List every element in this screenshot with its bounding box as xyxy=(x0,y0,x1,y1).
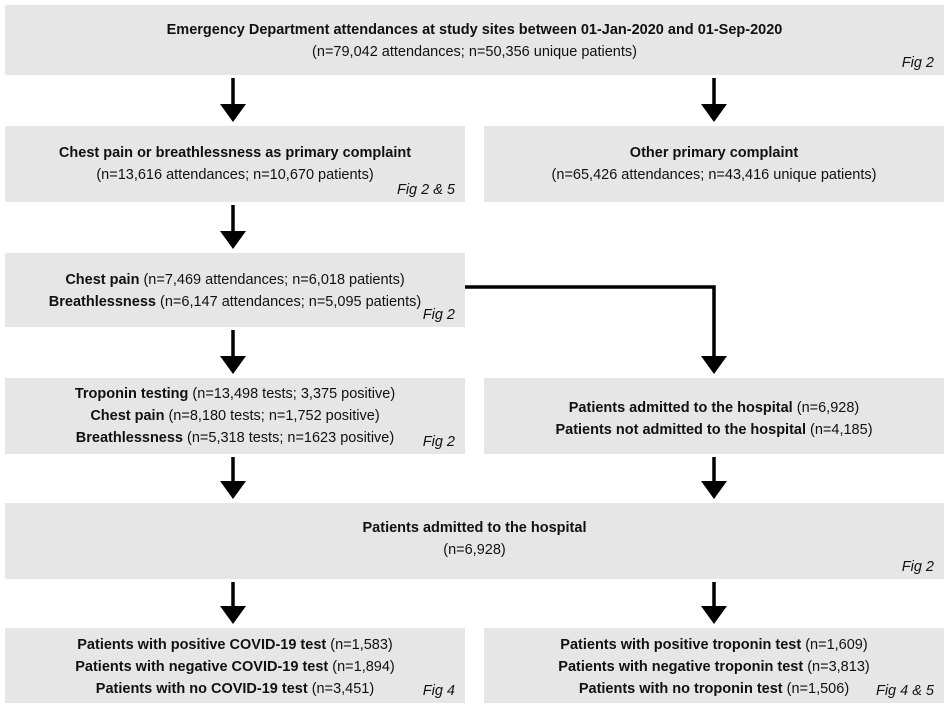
box-ed-attendances: Emergency Department attendances at stud… xyxy=(5,5,944,75)
box-troponin-results: Patients with positive troponin test (n=… xyxy=(484,628,944,703)
covid-positive-line: Patients with positive COVID-19 test (n=… xyxy=(77,637,393,653)
troponin-chest-pain-line: Chest pain (n=8,180 tests; n=1,752 posit… xyxy=(90,408,380,424)
box-title: Emergency Department attendances at stud… xyxy=(166,22,783,38)
arrow-split-to-admission xyxy=(465,285,716,364)
arrowhead xyxy=(701,104,727,122)
figure-reference: Fig 2 xyxy=(901,55,934,71)
arrowhead xyxy=(701,356,727,374)
box-covid-results: Patients with positive COVID-19 test (n=… xyxy=(5,628,465,703)
covid-negative-line: Patients with negative COVID-19 test (n=… xyxy=(75,659,395,675)
figure-reference: Fig 4 & 5 xyxy=(875,683,934,699)
troponin-breathlessness-line: Breathlessness (n=5,318 tests; n=1623 po… xyxy=(75,430,395,446)
arrowhead xyxy=(220,606,246,624)
box-detail: (n=6,928) xyxy=(443,542,506,558)
box-title: Chest pain or breathlessness as primary … xyxy=(58,145,412,161)
arrowhead xyxy=(701,481,727,499)
chest-pain-line: Chest pain (n=7,469 attendances; n=6,018… xyxy=(65,272,405,288)
arrowhead xyxy=(220,104,246,122)
arrowhead xyxy=(220,481,246,499)
troponin-positive-line: Patients with positive troponin test (n=… xyxy=(560,637,868,653)
box-detail: (n=79,042 attendances; n=50,356 unique p… xyxy=(312,44,637,60)
box-chest-or-breathlessness: Chest pain or breathlessness as primary … xyxy=(5,126,465,202)
admitted-line: Patients admitted to the hospital (n=6,9… xyxy=(568,400,860,416)
figure-reference: Fig 2 xyxy=(901,559,934,575)
box-chest-breathlessness-split: Chest pain (n=7,469 attendances; n=6,018… xyxy=(5,253,465,327)
breathlessness-line: Breathlessness (n=6,147 attendances; n=5… xyxy=(48,294,422,310)
box-troponin-testing: Troponin testing (n=13,498 tests; 3,375 … xyxy=(5,378,465,454)
covid-none-line: Patients with no COVID-19 test (n=3,451) xyxy=(95,681,375,697)
figure-reference: Fig 2 xyxy=(422,434,455,450)
arrowhead xyxy=(220,231,246,249)
troponin-none-line: Patients with no troponin test (n=1,506) xyxy=(578,681,850,697)
box-patients-admitted: Patients admitted to the hospital (n=6,9… xyxy=(5,503,944,579)
box-other-complaint: Other primary complaint (n=65,426 attend… xyxy=(484,126,944,202)
box-admission-status: Patients admitted to the hospital (n=6,9… xyxy=(484,378,944,454)
box-detail: (n=65,426 attendances; n=43,416 unique p… xyxy=(551,167,877,183)
figure-reference: Fig 2 & 5 xyxy=(396,182,455,198)
box-title: Patients admitted to the hospital xyxy=(362,520,587,536)
box-title: Other primary complaint xyxy=(629,145,799,161)
arrowhead xyxy=(701,606,727,624)
not-admitted-line: Patients not admitted to the hospital (n… xyxy=(555,422,873,438)
figure-reference: Fig 2 xyxy=(422,307,455,323)
figure-reference: Fig 4 xyxy=(422,683,455,699)
troponin-total-line: Troponin testing (n=13,498 tests; 3,375 … xyxy=(74,386,396,402)
troponin-negative-line: Patients with negative troponin test (n=… xyxy=(558,659,870,675)
box-detail: (n=13,616 attendances; n=10,670 patients… xyxy=(96,167,374,183)
arrowhead xyxy=(220,356,246,374)
